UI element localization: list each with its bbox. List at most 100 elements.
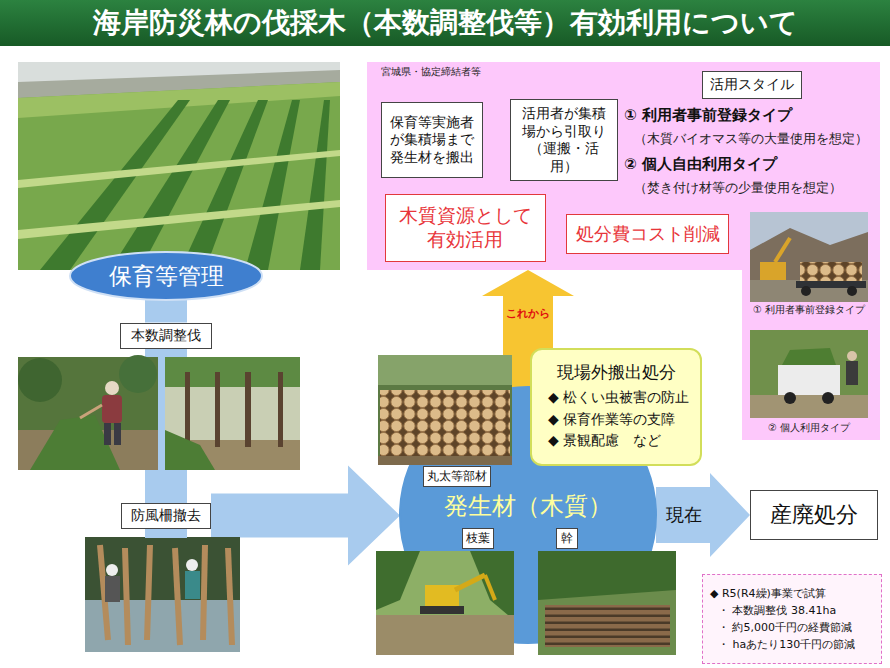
photo-small-truck <box>750 330 868 418</box>
note-box: ◆ R5(R4繰)事業で試算・ 本数調整伐 38.41ha・ 約5,000千円の… <box>702 574 882 664</box>
photo-trunks <box>538 551 676 600</box>
photo-thinning-work <box>114 423 121 445</box>
label-box: 防風柵撤去 <box>121 503 211 529</box>
photo-thinned-stand <box>215 372 220 447</box>
photo-truck-loading <box>760 262 786 280</box>
photo-fence-removal <box>85 600 240 652</box>
photo-trunks <box>545 605 670 647</box>
photo-truck-loading <box>775 238 790 262</box>
photo-thinned-stand <box>165 357 300 387</box>
edge-label: 現在 <box>666 504 702 526</box>
node-text: ◆ R5(R4繰)事業で試算 <box>710 585 826 602</box>
label-text: ② 個人自由利用タイプ <box>624 155 777 173</box>
photo-thinning-work <box>102 395 122 423</box>
photo-thinning-work <box>18 355 158 470</box>
photo-fence-removal <box>147 545 150 640</box>
label-box: 丸太等部材 <box>423 466 491 487</box>
photo-thinned-stand <box>278 372 283 447</box>
node-text: 活用スタイル <box>710 76 794 94</box>
photo-small-truck <box>846 361 858 385</box>
node-text: 木質資源として有効活用 <box>394 204 537 252</box>
photo-fence-removal <box>85 537 240 652</box>
photo-trunks <box>538 551 676 655</box>
ellipse-node-outline <box>70 252 262 300</box>
node-text: ◆ 景観配慮 など <box>548 432 661 450</box>
photo-small-truck <box>822 392 834 404</box>
node-text: 発生材（木質） <box>400 491 656 521</box>
process-box: 保育等実施者が集積場まで発生材を搬出 <box>381 102 483 178</box>
node-text: 幹 <box>561 531 573 546</box>
photo-log-pile <box>380 390 510 456</box>
aerial-photo <box>245 100 300 270</box>
aerial-photo <box>18 62 340 270</box>
label-text: ① 利用者事前登録タイプ <box>624 106 792 124</box>
photo-thinning-work <box>105 381 119 395</box>
photo-truck-loading <box>796 281 866 288</box>
photo-thinning-work <box>18 430 158 470</box>
photo-small-truck <box>750 395 868 418</box>
title-text: 海岸防災林の伐採木（本数調整伐等）有効利用について <box>0 6 890 40</box>
photo-fence-removal <box>106 564 118 576</box>
photo-branches <box>455 575 485 590</box>
node-text: 活用者が集積場から引取り（運搬・活用） <box>516 105 612 175</box>
photo-branches <box>376 551 514 655</box>
photo-truck-loading <box>750 212 868 302</box>
flow-arrow <box>145 349 187 503</box>
node-text: 現場外搬出処分 <box>557 362 676 383</box>
flow-arrow <box>656 473 750 557</box>
node-text: ◆ 保育作業等の支障 <box>548 411 675 429</box>
node-text: 産廃処分 <box>770 501 858 529</box>
flow-arrow <box>145 300 187 323</box>
photo-branches <box>376 551 420 610</box>
photo-thinned-stand <box>245 372 251 447</box>
photo-fence-removal <box>203 545 205 640</box>
result-box: 産廃処分 <box>750 490 878 540</box>
aerial-photo <box>18 150 340 188</box>
result-box: 木質資源として有効活用 <box>385 194 546 262</box>
photo-truck-loading <box>847 286 857 296</box>
aerial-photo <box>180 100 268 270</box>
node-text: ・ 本数調整伐 38.41ha <box>718 602 836 619</box>
photo-thinned-stand <box>165 430 215 470</box>
photo-fence-removal <box>125 548 128 645</box>
photo-thinning-work <box>18 358 62 402</box>
photo-thinned-stand <box>185 372 190 447</box>
photo-fence-removal <box>175 548 180 645</box>
photo-truck-loading <box>750 280 868 302</box>
node-text: 防風柵撤去 <box>131 507 201 525</box>
photo-thinning-work <box>80 405 102 418</box>
photo-fence-removal <box>185 571 200 599</box>
aerial-photo <box>18 82 340 118</box>
label-box: 本数調整伐 <box>120 323 212 349</box>
photo-fence-removal <box>105 576 120 602</box>
photo-branches <box>420 606 464 614</box>
panel-extension <box>742 270 880 440</box>
node-text: 保育等実施者が集積場まで発生材を搬出 <box>387 114 477 167</box>
ellipse-node: 保育等管理 <box>70 252 262 300</box>
photo-small-truck <box>847 351 857 361</box>
aerial-photo <box>18 62 340 82</box>
photo-branches <box>470 551 514 620</box>
node-text: 保育等管理 <box>109 262 224 291</box>
photo-thinning-work <box>18 357 158 470</box>
flow-arrow <box>211 466 400 566</box>
photo-truck-loading <box>750 212 868 302</box>
heading-box: 活用スタイル <box>702 71 802 99</box>
reason-box: 現場外搬出処分◆ 松くい虫被害の防止◆ 保育作業等の支障◆ 景観配慮 など <box>530 348 702 466</box>
photo-small-truck <box>784 392 796 404</box>
photo-thinned-stand <box>165 357 300 470</box>
label-box: 幹 <box>556 528 578 549</box>
node-text: 丸太等部材 <box>427 469 487 484</box>
photo-small-truck <box>782 348 836 365</box>
photo-small-truck <box>750 330 868 418</box>
node-text: 宮城県・協定締結者等 <box>381 66 481 79</box>
aerial-photo <box>40 100 190 270</box>
edge-label: これから <box>506 307 550 320</box>
photo-log-pile <box>378 456 512 465</box>
process-box: 活用者が集積場から引取り（運搬・活用） <box>510 99 618 181</box>
photo-thinning-work <box>119 355 157 393</box>
photo-truck-loading <box>801 286 811 296</box>
photo-branches <box>376 615 514 655</box>
photo-truck-loading <box>800 262 862 282</box>
